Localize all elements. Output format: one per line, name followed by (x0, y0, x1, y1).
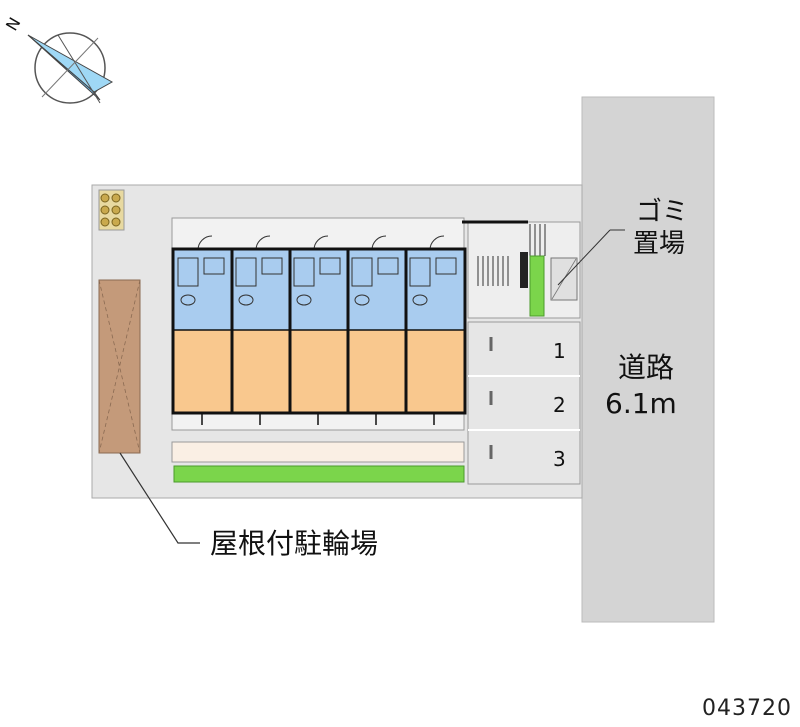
parking-space-number: 2 (553, 393, 566, 417)
parking-lot: 1 2 3 (467, 321, 581, 485)
unit-living-room (406, 330, 464, 412)
north-arrow-icon: N (2, 14, 114, 104)
road-name-label: 道路 (618, 351, 674, 384)
bicycle-parking-label: 屋根付駐輪場 (210, 527, 378, 560)
bin-cluster-icon (98, 189, 125, 231)
unit-wet-area (406, 250, 464, 330)
bicycle-parking-roof (98, 279, 141, 454)
north-label: N (2, 14, 24, 34)
unit-wet-area (290, 250, 348, 330)
planting-strip (171, 441, 465, 483)
road-width-label: 6.1m (605, 387, 677, 420)
apartment-units (171, 235, 467, 425)
unit-living-room (290, 330, 348, 412)
unit-living-room (174, 330, 232, 412)
unit-wet-area (174, 250, 232, 330)
property-code: 043720 (702, 696, 792, 721)
unit-living-room (348, 330, 406, 412)
garbage-label-line1: ゴミ (636, 197, 688, 227)
parking-space-number: 1 (553, 339, 566, 363)
bicycle-parking-leader (119, 452, 200, 544)
unit-wet-area (348, 250, 406, 330)
road (581, 96, 715, 623)
parking-space-number: 3 (553, 447, 566, 471)
garbage-label-line2: 置場 (633, 229, 685, 259)
unit-living-room (232, 330, 290, 412)
unit-wet-area (232, 250, 290, 330)
garbage-area (550, 229, 625, 301)
